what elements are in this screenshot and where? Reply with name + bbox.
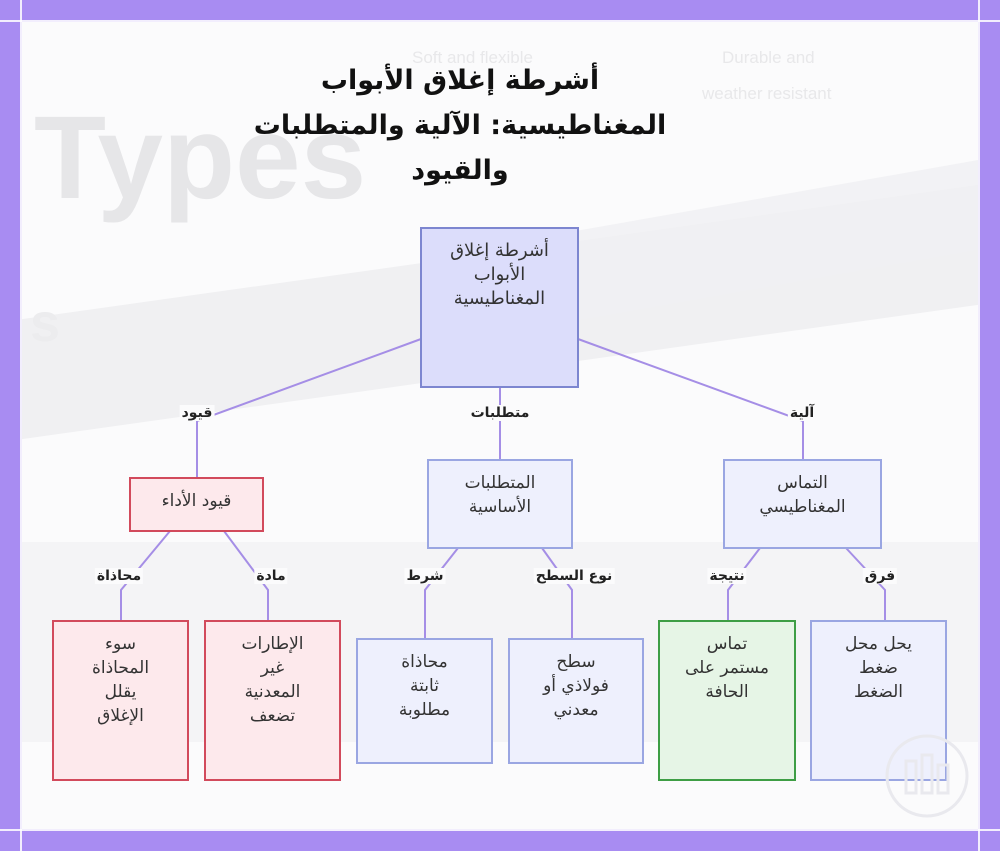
background-caption: Soft and flexible — [412, 48, 533, 67]
watermark-logo-icon — [885, 734, 969, 818]
edge-constraints — [196, 338, 422, 478]
edge-label-condition: شرط — [404, 568, 446, 584]
edge-alignment — [120, 530, 171, 621]
frame-decoration — [0, 20, 1000, 22]
node-magnetic-contact: التماس المغناطيسي — [723, 459, 882, 549]
node-text: المتطلبات — [464, 473, 536, 493]
background-caption: Durable and — [722, 48, 815, 67]
node-fixed-alignment: محاذاة ثابتة مطلوبة — [356, 638, 493, 764]
node-root: أشرطة إغلاق الأبواب المغناطيسية — [420, 227, 579, 388]
edge-mechanism — [577, 338, 804, 460]
background-fragment: s — [30, 293, 61, 353]
node-continuous-contact: تماس مستمر على الحافة — [658, 620, 796, 781]
title-line: المغناطيسية: الآلية والمتطلبات — [253, 110, 667, 141]
node-text: سوء — [104, 634, 137, 654]
node-misalignment: سوء المحاذاة يقلل الإغلاق — [52, 620, 189, 781]
node-text: غير — [260, 658, 285, 678]
node-text: المغناطيسية — [453, 288, 546, 309]
edge-material — [223, 530, 269, 621]
edge-label-material: مادة — [254, 568, 288, 584]
edge-label-constraints: قيود — [179, 405, 215, 421]
node-nonmetal-frames: الإطارات غير المعدنية تضعف — [204, 620, 341, 781]
node-text: الإطارات — [241, 634, 304, 654]
node-basic-requirements: المتطلبات الأساسية — [427, 459, 573, 549]
node-text: المعدنية — [244, 682, 301, 702]
title-line: أشرطة إغلاق الأبواب — [320, 65, 600, 96]
node-text: الأبواب — [473, 264, 526, 285]
background-heading: Types — [34, 92, 367, 224]
node-text: ضغط — [859, 658, 898, 678]
node-text: سطح — [556, 652, 596, 672]
node-text: المحاذاة — [91, 658, 150, 678]
node-text: أشرطة إغلاق — [450, 240, 549, 261]
node-text: مستمر على — [685, 658, 769, 678]
node-text: تضعف — [249, 706, 296, 726]
node-text: ثابتة — [410, 676, 439, 696]
frame-decoration — [978, 0, 980, 851]
title-line: والقيود — [411, 155, 509, 186]
node-text: الأساسية — [468, 497, 532, 517]
node-text: فولاذي أو — [543, 676, 609, 696]
edge-label-requirements: متطلبات — [468, 405, 532, 421]
node-text: الحافة — [705, 682, 749, 702]
edge-result — [727, 547, 761, 621]
node-text: المغناطيسي — [759, 497, 846, 517]
edge-condition — [424, 547, 459, 639]
edge-label-surface-type: نوع السطح — [533, 568, 615, 584]
frame-decoration — [0, 829, 1000, 831]
node-steel-surface: سطح فولاذي أو معدني — [508, 638, 644, 764]
node-text: يقلل — [104, 682, 137, 702]
node-text: الضغط — [854, 682, 903, 702]
diagram-title: أشرطة إغلاق الأبواب المغناطيسية: الآلية … — [230, 58, 690, 193]
node-text: الإغلاق — [97, 706, 144, 726]
edge-surface — [541, 547, 573, 639]
node-performance-constraints: قيود الأداء — [129, 477, 264, 532]
frame-decoration — [20, 0, 22, 851]
node-text: قيود الأداء — [161, 491, 232, 511]
node-text: محاذاة — [401, 652, 448, 672]
edge-label-mechanism: آلية — [787, 405, 817, 421]
edge-label-alignment: محاذاة — [94, 568, 144, 584]
edge-label-result: نتيجة — [707, 568, 747, 584]
node-text: التماس — [777, 473, 828, 493]
node-text: يحل محل — [845, 634, 912, 654]
node-text: تماس — [706, 634, 748, 654]
background-caption: weather resistant — [702, 84, 832, 103]
edge-label-difference: فرق — [862, 568, 898, 584]
edge-difference — [845, 547, 886, 621]
node-text: معدني — [553, 700, 599, 720]
node-text: مطلوبة — [398, 700, 451, 720]
